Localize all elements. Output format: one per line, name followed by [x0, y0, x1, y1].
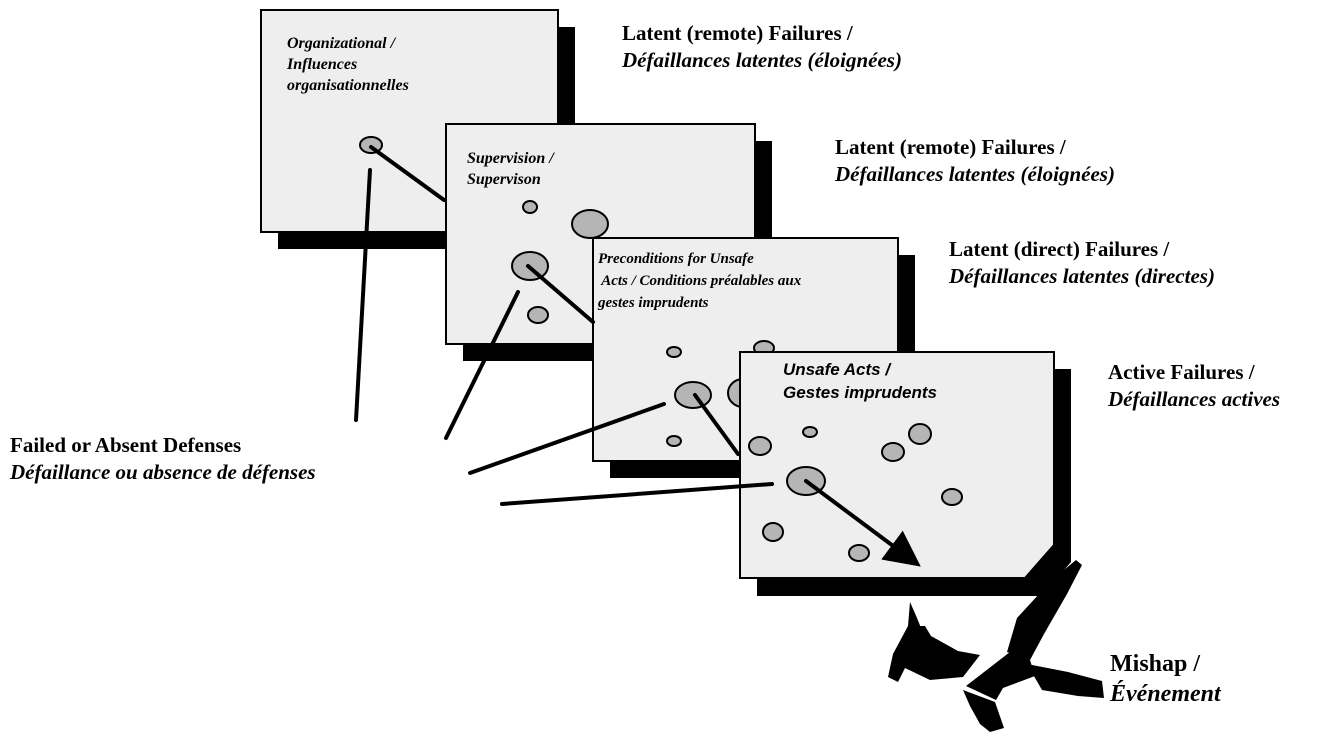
slice-title-line: Supervison — [467, 171, 541, 188]
layer-unsafe-acts — [739, 351, 1071, 596]
label-supervision: Latent (remote) Failures / Défaillances … — [835, 134, 1115, 188]
slice-title-line: Unsafe Acts / — [783, 360, 891, 379]
slice — [739, 351, 1055, 579]
hole — [802, 426, 818, 438]
hole — [666, 435, 682, 447]
hole — [571, 209, 609, 239]
label-en: Latent (remote) Failures / — [622, 21, 853, 45]
label-en: Active Failures / — [1108, 360, 1255, 384]
label-en: Latent (direct) Failures / — [949, 237, 1170, 261]
slice-title-supervision: Supervision / Supervison — [467, 148, 554, 190]
trajectory-arrow — [804, 479, 921, 567]
label-en: Latent (remote) Failures / — [835, 135, 1066, 159]
hole — [748, 436, 772, 456]
slice-title-line: Influences — [287, 56, 358, 73]
slice-title-line: organisationnelles — [287, 77, 409, 94]
crashed-aircraft-icon — [888, 560, 1104, 732]
hole — [762, 522, 784, 542]
label-fr: Défaillances actives — [1108, 387, 1281, 411]
label-fr: Défaillances latentes (directes) — [949, 264, 1215, 288]
label-fr: Défaillances latentes (éloignées) — [622, 48, 902, 72]
label-mishap: Mishap / Événement — [1110, 649, 1221, 709]
slice-title-unsafe-acts: Unsafe Acts / Gestes imprudents — [783, 358, 937, 404]
slice-title-organizational: Organizational / Influences organisation… — [287, 33, 409, 96]
slice-title-preconditions: Preconditions for Unsafe Acts / Conditio… — [598, 248, 801, 314]
hole — [848, 544, 870, 562]
label-preconditions: Latent (direct) Failures / Défaillances … — [949, 236, 1215, 290]
label-failed-defenses: Failed or Absent Defenses Défaillance ou… — [10, 432, 316, 486]
label-fr: Défaillances latentes (éloignées) — [835, 162, 1115, 186]
label-fr: Événement — [1110, 681, 1221, 707]
slice-title-line: Acts / Conditions préalables aux — [598, 273, 802, 289]
hole — [941, 488, 963, 506]
slice-title-line: Gestes imprudents — [783, 383, 937, 402]
label-organizational: Latent (remote) Failures / Défaillances … — [622, 20, 902, 74]
hole — [881, 442, 905, 462]
slice-title-line: Organizational / — [287, 35, 396, 52]
defense-pointer-lines — [354, 168, 774, 506]
hole — [666, 346, 682, 358]
label-unsafe-acts: Active Failures / Défaillances actives — [1108, 359, 1280, 413]
hole — [908, 423, 932, 445]
label-en: Failed or Absent Defenses — [10, 433, 242, 457]
hazard-trajectory — [369, 145, 921, 567]
label-en: Mishap / — [1110, 651, 1201, 677]
label-fr: Défaillance ou absence de défenses — [10, 460, 316, 484]
slice-title-line: gestes imprudents — [598, 295, 709, 311]
slice-title-line: Preconditions for Unsafe — [598, 251, 754, 267]
hole — [522, 200, 538, 214]
slice-title-line: Supervision / — [467, 150, 554, 167]
hole — [527, 306, 549, 324]
